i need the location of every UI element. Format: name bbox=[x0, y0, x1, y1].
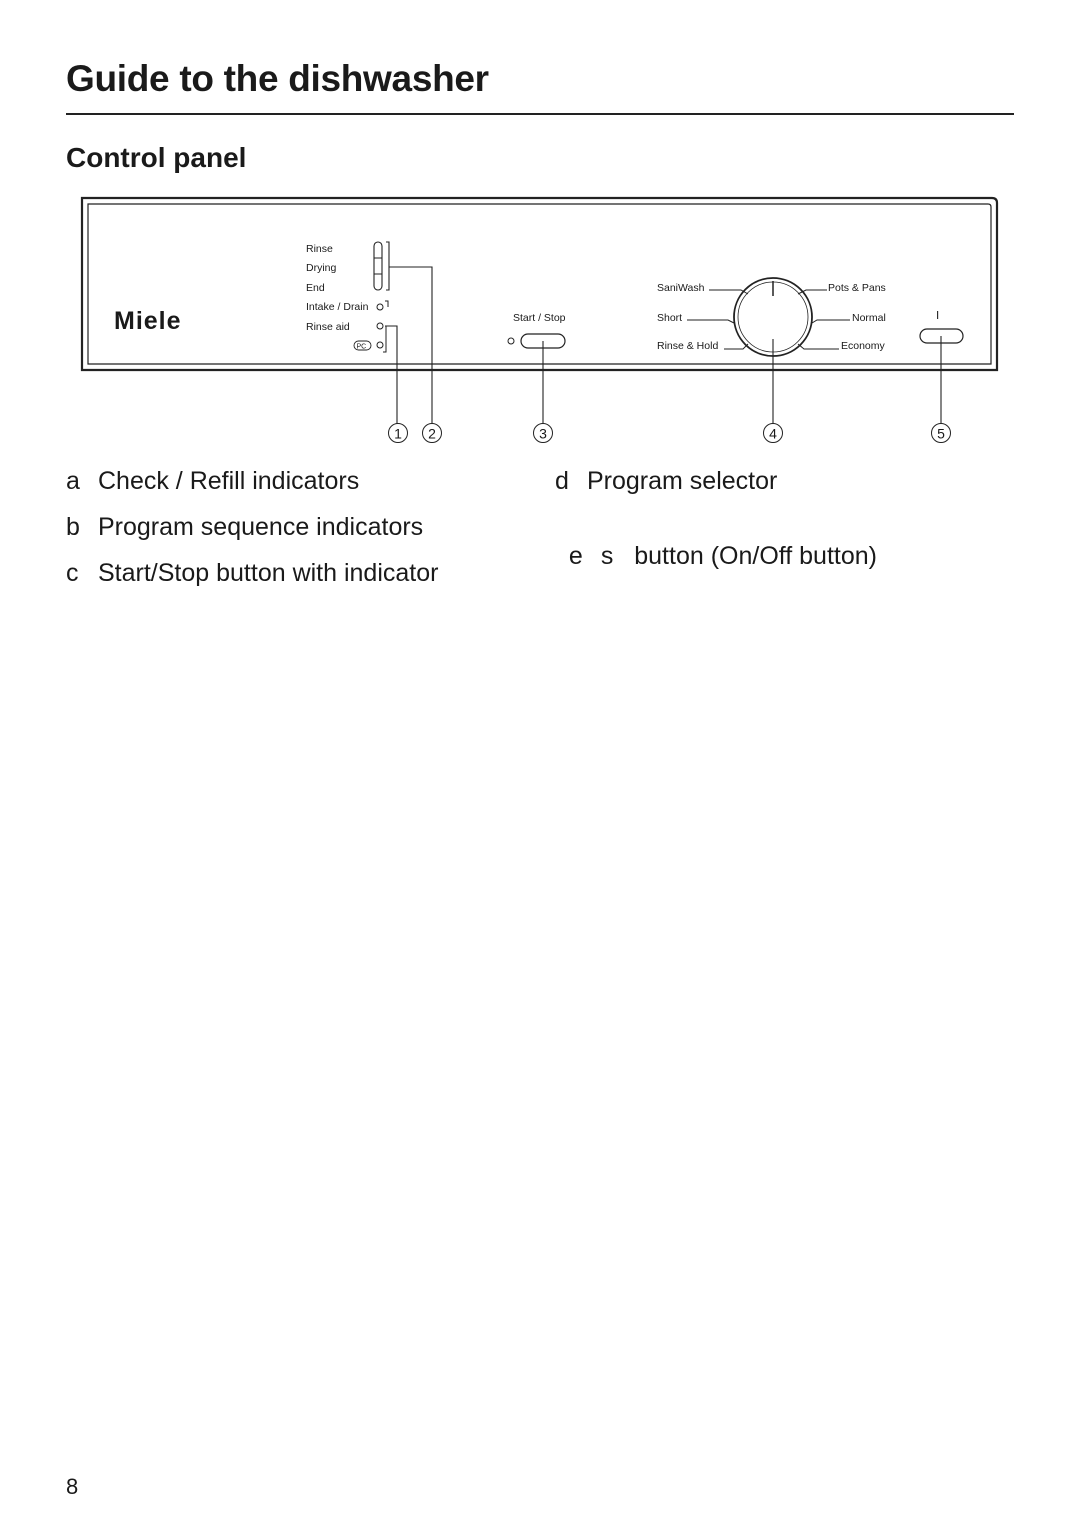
page-title: Guide to the dishwasher bbox=[66, 58, 489, 99]
start-stop-indicator-light bbox=[507, 337, 515, 345]
legend-text: Start/Stop button with indicator bbox=[98, 559, 439, 587]
rinse-aid-indicator-light bbox=[376, 322, 384, 330]
svg-text:4: 4 bbox=[769, 426, 777, 442]
indicator-label-drying: Drying bbox=[306, 262, 337, 274]
indicator-label-rinse-aid: Rinse aid bbox=[306, 321, 350, 333]
callout-3: 3 bbox=[533, 423, 553, 443]
legend-item-e: e s button (On/Off button) bbox=[555, 513, 877, 571]
legend-text: s button (On/Off button) bbox=[600, 542, 877, 570]
program-label-rinse-hold: Rinse & Hold bbox=[657, 340, 718, 352]
legend-item-a: a Check / Refill indicators bbox=[66, 467, 359, 496]
program-label-economy: Economy bbox=[841, 340, 886, 352]
svg-text:2: 2 bbox=[428, 426, 436, 442]
legend-letter: e bbox=[568, 542, 583, 570]
indicator-label-pc: PC bbox=[357, 344, 367, 351]
legend-letter: c bbox=[66, 559, 79, 587]
callout-4: 4 bbox=[763, 423, 783, 443]
program-label-saniwash: SaniWash bbox=[657, 282, 705, 294]
indicator-label-intake-drain: Intake / Drain bbox=[306, 301, 369, 313]
panel-outer-frame bbox=[80, 196, 999, 372]
miele-logo: Miele bbox=[114, 307, 182, 335]
callout-5: 5 bbox=[931, 423, 951, 443]
callout-1: 1 bbox=[388, 423, 408, 443]
start-stop-label: Start / Stop bbox=[513, 312, 566, 324]
indicator-label-end: End bbox=[306, 282, 325, 294]
page-number: 8 bbox=[66, 1474, 79, 1499]
intake-drain-indicator-light bbox=[376, 303, 384, 311]
pc-badge bbox=[353, 340, 372, 351]
program-label-pots-pans: Pots & Pans bbox=[828, 282, 886, 294]
legend-letter: a bbox=[66, 467, 80, 495]
pc-indicator-light bbox=[376, 341, 384, 349]
power-symbol: Ⅰ bbox=[936, 310, 939, 322]
section-title: Control panel bbox=[66, 142, 247, 173]
sequence-indicator-bar bbox=[373, 241, 383, 291]
legend-letter: b bbox=[66, 513, 80, 541]
control-panel-diagram: Miele Rinse Drying End Intake / Drain Ri… bbox=[80, 196, 999, 443]
program-label-normal: Normal bbox=[852, 312, 886, 324]
svg-text:3: 3 bbox=[539, 426, 547, 442]
panel-inner-frame bbox=[87, 203, 992, 365]
legend-item-b: b Program sequence indicators bbox=[66, 513, 423, 542]
legend-text: Program selector bbox=[587, 467, 778, 495]
svg-text:1: 1 bbox=[394, 426, 402, 442]
legend-item-d: d Program selector bbox=[555, 467, 777, 496]
legend-text: Check / Refill indicators bbox=[98, 467, 360, 495]
program-label-short: Short bbox=[657, 312, 682, 324]
legend-text: Program sequence indicators bbox=[98, 513, 424, 541]
title-divider bbox=[66, 113, 1014, 115]
legend-letter: d bbox=[555, 467, 569, 495]
legend-item-c: c Start/Stop button with indicator bbox=[66, 559, 438, 588]
indicator-label-rinse: Rinse bbox=[306, 243, 333, 255]
callout-2: 2 bbox=[422, 423, 442, 443]
svg-text:5: 5 bbox=[937, 426, 945, 442]
